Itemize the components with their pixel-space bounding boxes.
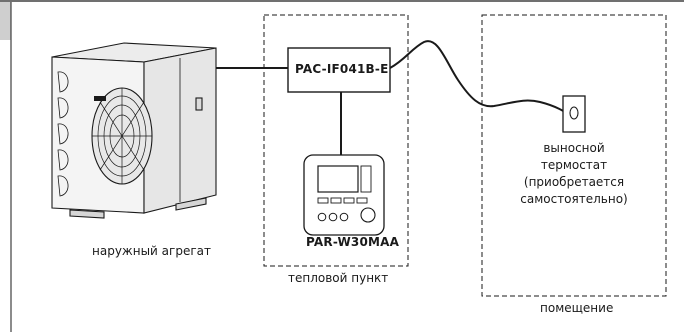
outdoor-unit-label: наружный агрегат [92, 244, 211, 258]
thermostat-icon [562, 95, 586, 133]
thermostat-line-4: самостоятельно) [520, 192, 628, 206]
controller-box-label: PAC-IF041B-E [295, 62, 389, 76]
side-tab [0, 2, 11, 40]
thermostat-line-2: термостат [540, 158, 608, 172]
room-zone [481, 14, 667, 297]
room-label: помещение [540, 301, 614, 315]
thermostat-line-1: выносной [543, 141, 605, 155]
thermostat-line-3: (приобретается [523, 175, 625, 189]
thermostat-label: выносной термостат (приобретается самост… [504, 140, 644, 208]
outdoor-unit-icon [51, 42, 217, 219]
wiring [216, 40, 571, 155]
heat-point-label: тепловой пункт [288, 271, 389, 285]
remote-controller-icon [303, 154, 385, 236]
heat-point-zone [263, 14, 409, 267]
controller-box [287, 47, 391, 93]
remote-controller-label: PAR-W30MAA [306, 235, 400, 249]
